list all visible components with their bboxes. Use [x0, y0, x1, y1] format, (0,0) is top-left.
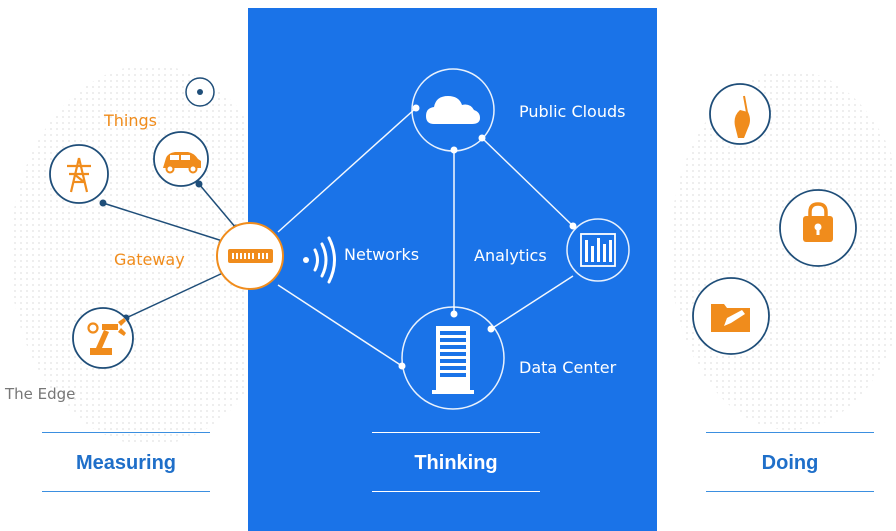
label-public-clouds: Public Clouds [519, 102, 626, 121]
edge-connections [102, 183, 237, 319]
padlock-icon [779, 189, 857, 267]
cloud-connections [277, 107, 574, 367]
label-networks: Networks [344, 245, 420, 264]
measuring-rule-top [42, 432, 210, 433]
server-rack-icon [401, 306, 505, 410]
wifi-signal-icon [303, 236, 336, 284]
label-gateway: Gateway [114, 250, 185, 269]
cloud-icon [411, 68, 495, 152]
measuring-rule-bottom [42, 491, 210, 492]
right-dot-field [670, 70, 896, 430]
section-thinking: Thinking [414, 452, 498, 474]
section-measuring: Measuring [75, 452, 177, 474]
robot-arm-icon [72, 307, 134, 369]
label-analytics: Analytics [474, 246, 547, 265]
gateway-router-icon [216, 222, 284, 290]
doing-rule-top [706, 432, 874, 433]
thinking-rule-top [372, 432, 540, 433]
power-tower-icon [49, 144, 109, 204]
target-icon [185, 77, 215, 107]
label-things: Things [104, 111, 157, 130]
folder-edit-icon [692, 277, 770, 355]
thinking-rule-bottom [372, 491, 540, 492]
analytics-icon [566, 218, 630, 282]
section-doing: Doing [761, 452, 819, 474]
doing-rule-bottom [706, 491, 874, 492]
hand-pen-icon [709, 83, 771, 145]
label-data-center: Data Center [519, 358, 617, 377]
car-icon [153, 131, 209, 187]
label-the-edge: The Edge [5, 385, 76, 403]
